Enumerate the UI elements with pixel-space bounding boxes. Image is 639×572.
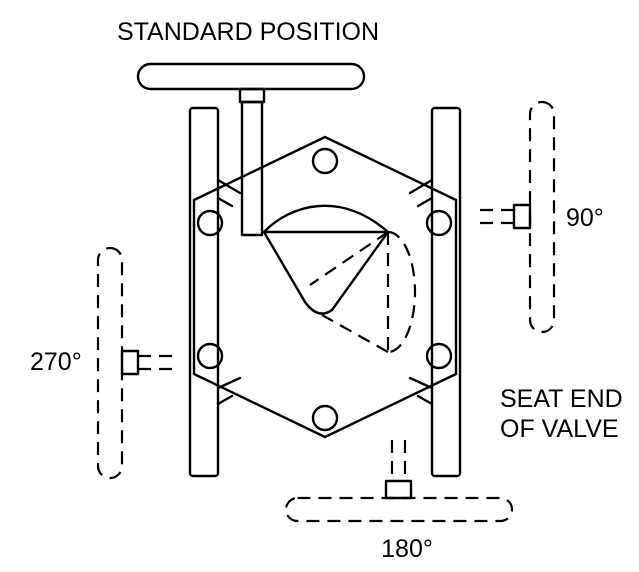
handwheel-top-rim [136,62,366,91]
left-flange [188,106,220,478]
label-270-degrees: 270° [30,348,82,376]
bolt-holes [196,147,453,432]
handwheel-180-position [284,440,514,523]
label-90-degrees: 90° [566,204,604,232]
bolt-hole-lower-right [425,342,453,370]
handwheel-top-stem [240,100,264,237]
seat-end-label-line2: OF VALVE [500,415,619,443]
bolt-hole-upper-right [425,209,453,237]
bolt-hole-top [311,147,339,175]
bolt-hole-upper-left [196,209,224,237]
handwheel-standard-position [136,62,366,237]
handwheel-270-position [96,246,176,480]
bolt-hole-lower-left [196,342,224,370]
bolt-hole-bottom [311,404,339,432]
flange-body-connectors [216,178,434,406]
quadrant-indicator [262,204,417,354]
standard-position-label: STANDARD POSITION [117,18,379,46]
right-flange [430,106,462,478]
valve-body-hexagon [192,135,458,439]
handwheel-90-position [474,100,556,334]
seat-end-label-line1: SEAT END [500,385,623,413]
label-180-degrees: 180° [381,535,433,563]
handwheel-top-hub [238,87,266,104]
